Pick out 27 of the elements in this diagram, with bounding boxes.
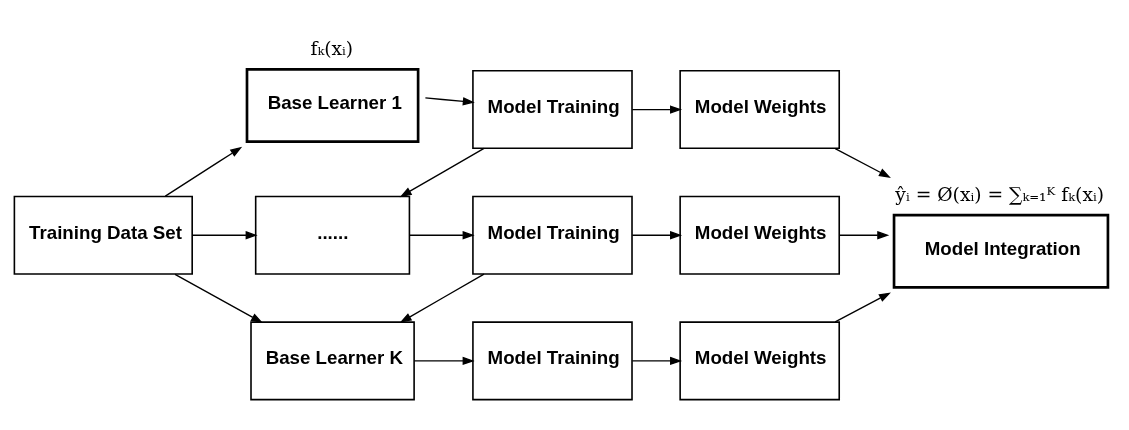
node-label: fₖ(xᵢ) (310, 37, 354, 59)
node-box: Model Integration (892, 213, 1110, 289)
arrow (834, 147, 891, 178)
node-box: Model Weights (679, 320, 840, 400)
arrow (424, 96, 475, 106)
arrow (191, 230, 258, 239)
arrow (631, 356, 683, 365)
node-box: Model Training (472, 320, 633, 400)
node-box: Model Training (472, 69, 633, 149)
node-box: Base Learner K (250, 320, 415, 400)
arrow (839, 230, 890, 239)
arrow (413, 356, 475, 365)
arrow (631, 104, 683, 114)
arrow (399, 272, 485, 323)
node-box: ...... (254, 195, 411, 275)
arrow (164, 146, 243, 197)
arrow (834, 291, 891, 322)
arrow (631, 230, 683, 239)
arrow (409, 230, 475, 239)
node-box: Model Training (472, 195, 633, 275)
node-box: Training Data Set (13, 195, 193, 275)
node-label: ŷᵢ = Ø(xᵢ) = ∑ₖ₌₁ᴷ fₖ(xᵢ) (895, 183, 1104, 205)
node-box: Base Learner 1 (245, 67, 420, 143)
arrow (174, 273, 263, 323)
node-box: Model Weights (679, 195, 840, 275)
arrow (399, 147, 485, 197)
node-box: Model Weights (679, 69, 840, 149)
